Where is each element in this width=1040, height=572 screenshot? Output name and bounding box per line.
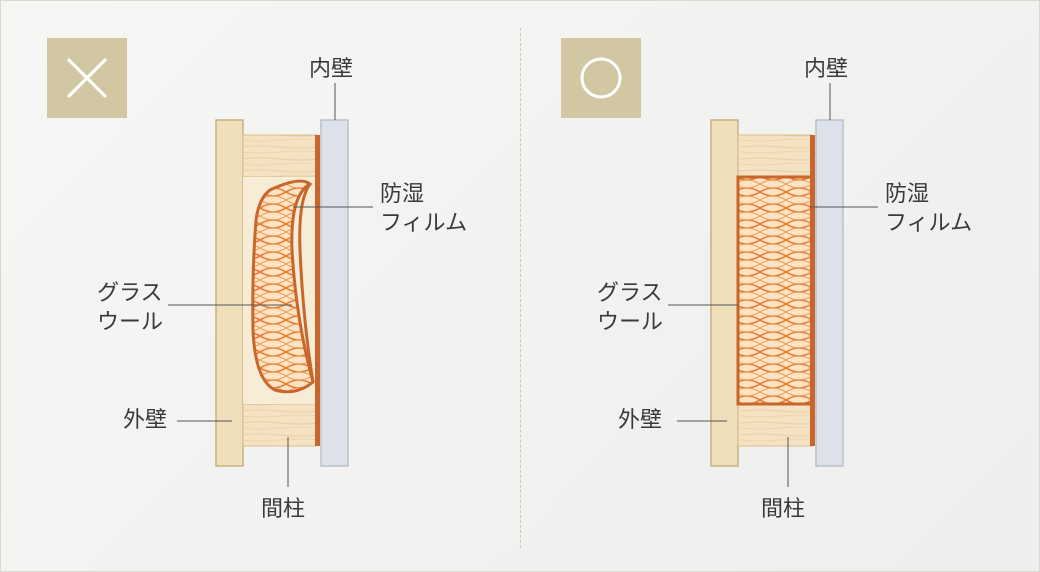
label-glass-wool: グラス ウール	[597, 281, 664, 335]
glass-wool-sagging	[251, 179, 315, 394]
label-interior-wall: 内壁	[309, 57, 354, 82]
panel-correct: 内壁 防湿 フィルム グラス ウール 外壁 間柱	[500, 0, 1020, 572]
label-exterior-wall: 外壁	[123, 408, 168, 433]
label-vapor-film: 防湿 フィルム	[380, 182, 468, 236]
vapor-film	[315, 135, 320, 446]
panel-incorrect: 内壁 防湿 フィルム グラス ウール 外壁 間柱	[47, 38, 468, 522]
exterior-wall	[215, 119, 244, 467]
label-vapor-film: 防湿 フィルム	[885, 182, 973, 236]
stud-bottom	[242, 403, 318, 447]
vapor-film	[810, 135, 815, 446]
badge-correct	[561, 38, 641, 118]
label-stud: 間柱	[761, 497, 806, 522]
label-interior-wall: 内壁	[804, 57, 849, 82]
stud-bottom	[737, 403, 813, 447]
wall-section-correct	[668, 83, 878, 487]
label-exterior-wall: 外壁	[618, 408, 663, 433]
badge-incorrect	[47, 38, 127, 118]
interior-wall	[815, 119, 844, 467]
glass-wool-filled	[736, 175, 814, 406]
cross-icon	[67, 58, 107, 98]
wall-section-incorrect	[168, 83, 373, 487]
panel-divider	[520, 28, 521, 548]
label-stud: 間柱	[261, 497, 306, 522]
stud-top	[737, 134, 813, 178]
label-glass-wool: グラス ウール	[97, 281, 164, 335]
circle-icon	[580, 57, 622, 99]
exterior-wall	[710, 119, 739, 467]
interior-wall	[320, 119, 349, 467]
stud-top	[242, 134, 318, 178]
